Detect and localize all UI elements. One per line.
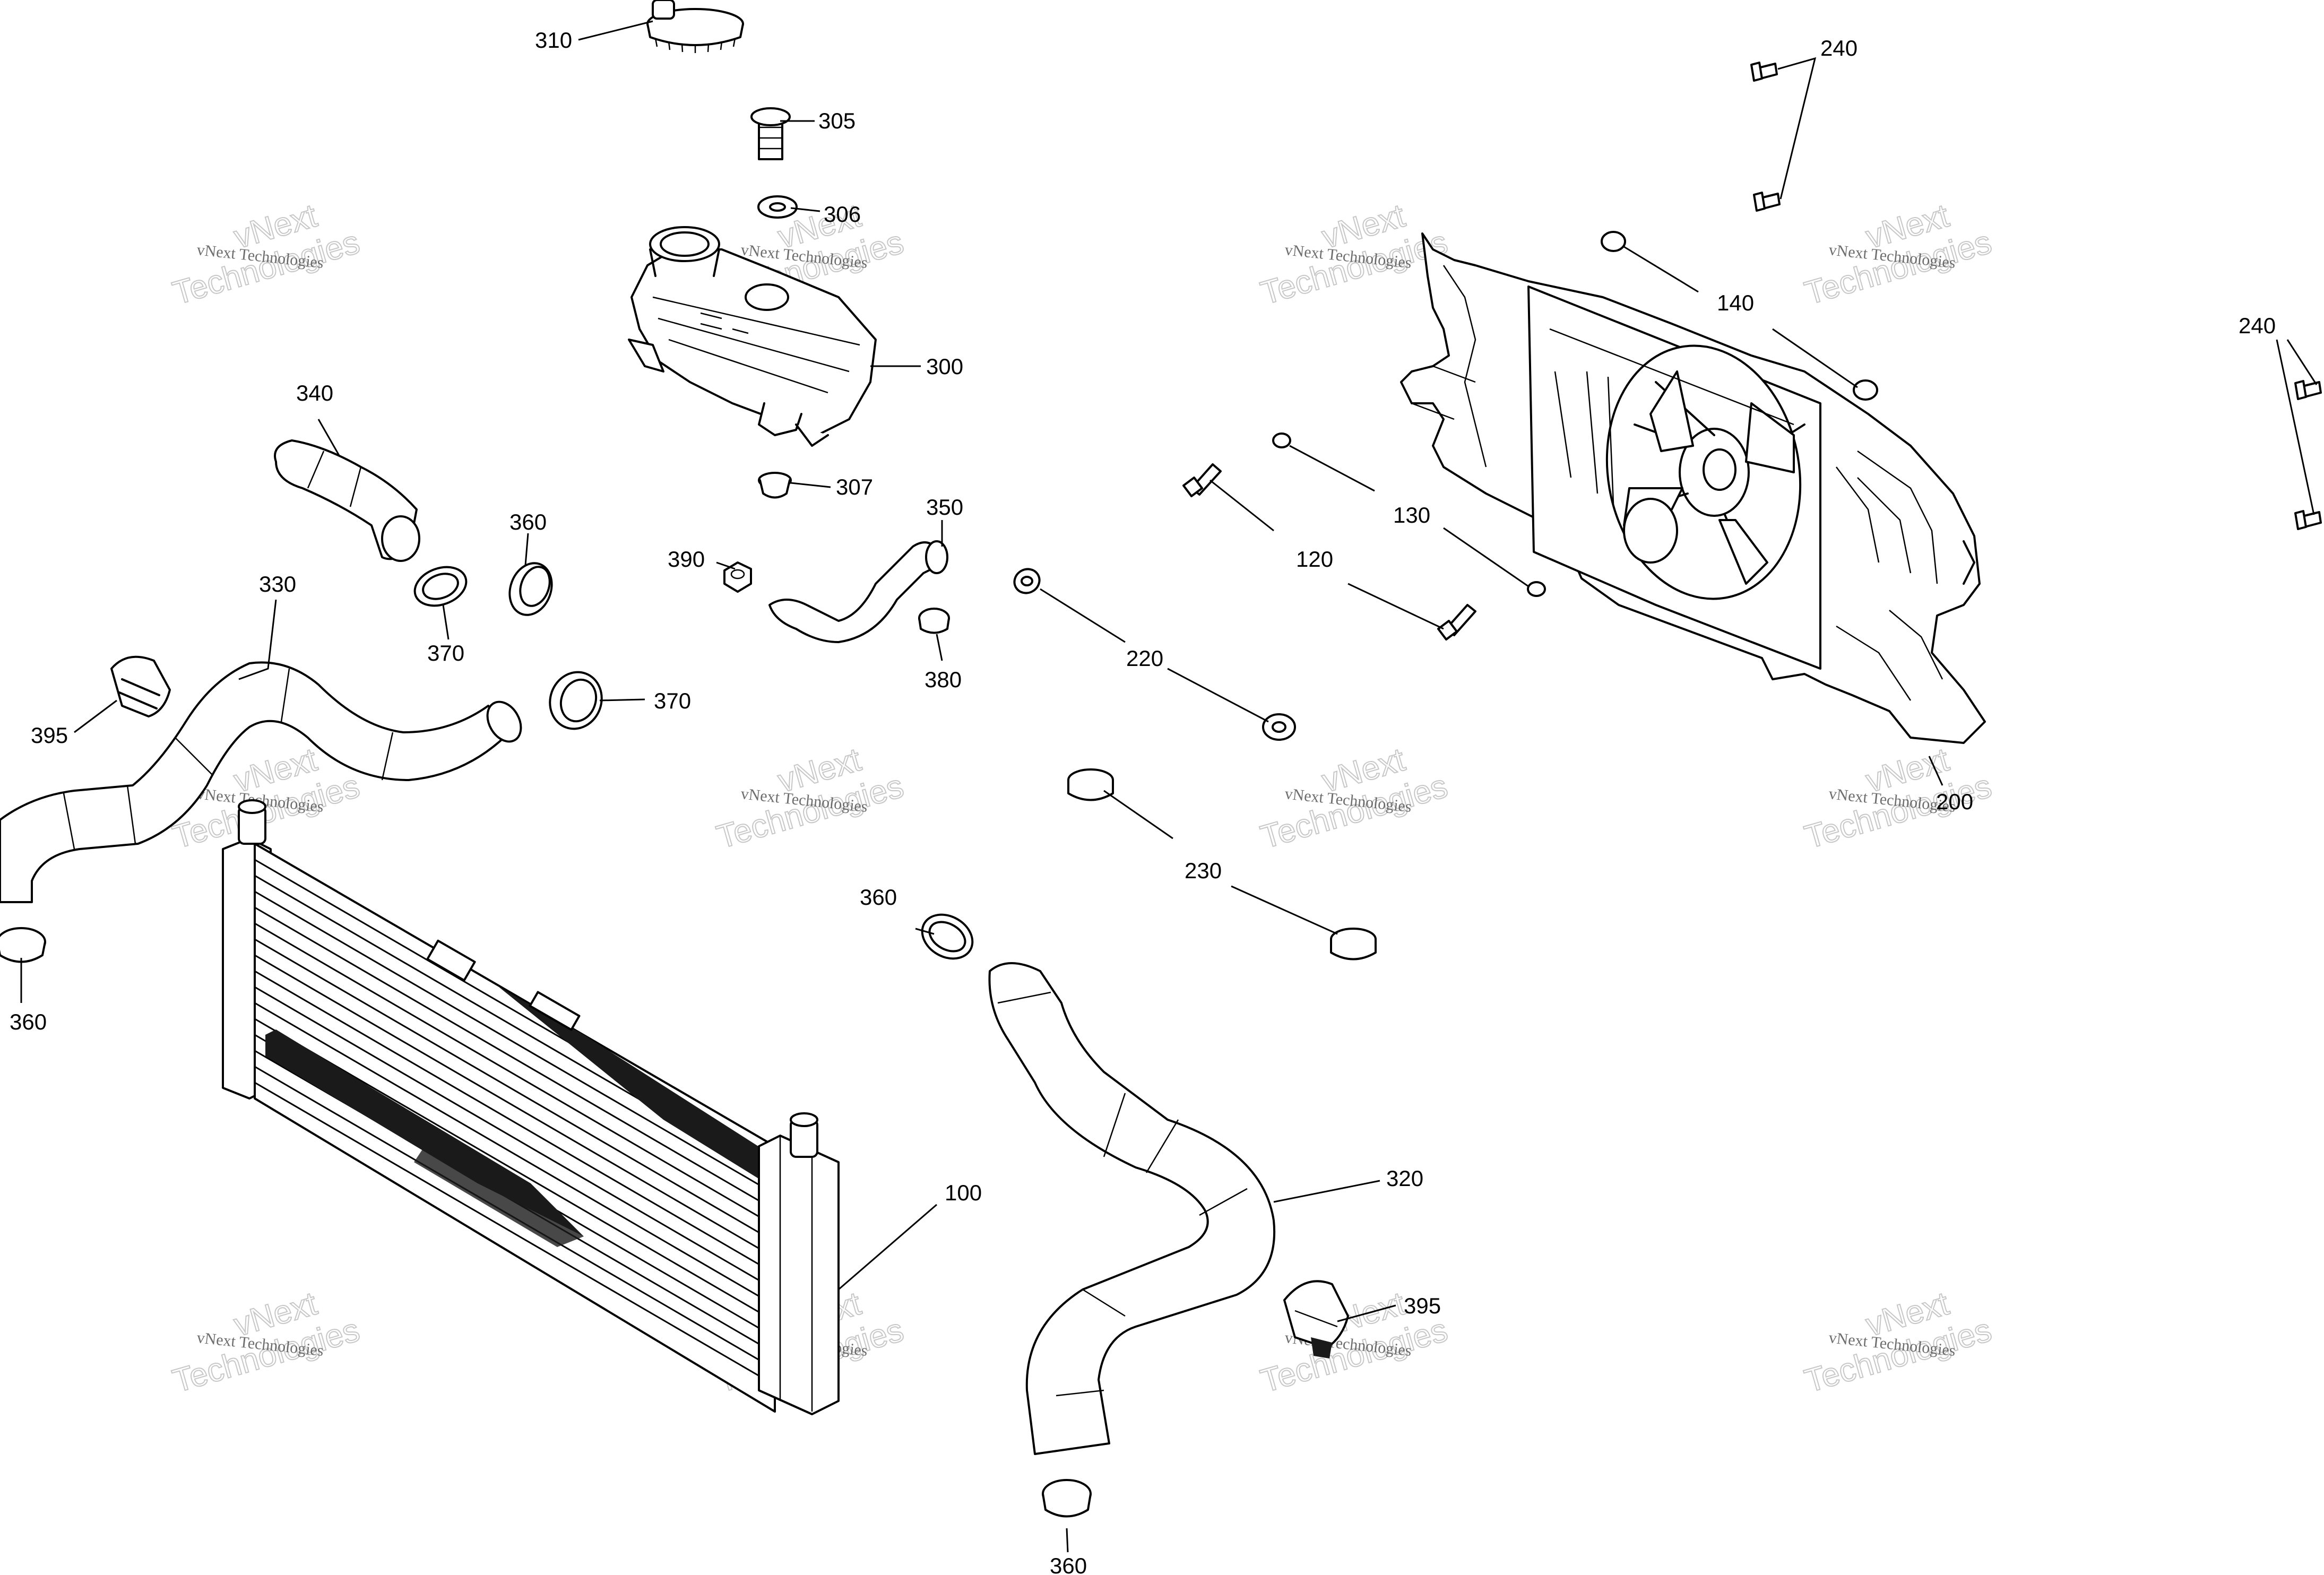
part-350-hose[interactable] xyxy=(768,540,948,643)
callout-307: 307 xyxy=(836,474,873,499)
part-360-clamp[interactable] xyxy=(503,557,559,621)
leader-lines xyxy=(20,20,2318,1553)
callout-330: 330 xyxy=(259,572,296,596)
callout-350: 350 xyxy=(926,495,963,520)
part-360-clamp[interactable] xyxy=(1042,1479,1092,1518)
callout-360: 360 xyxy=(1050,1553,1087,1575)
callout-360: 360 xyxy=(10,1009,47,1034)
callout-130: 130 xyxy=(1393,503,1430,527)
callout-370: 370 xyxy=(654,688,691,713)
callout-340: 340 xyxy=(296,380,333,405)
part-360-clamp[interactable] xyxy=(914,906,981,967)
part-340-hose[interactable] xyxy=(274,439,420,562)
callout-395: 395 xyxy=(1404,1293,1441,1318)
part-240-screw[interactable] xyxy=(2294,510,2322,530)
part-130-washer[interactable] xyxy=(1272,432,1291,448)
callout-306: 306 xyxy=(824,202,861,227)
part-230-bushing[interactable] xyxy=(1067,768,1114,801)
callout-305: 305 xyxy=(818,108,856,133)
callout-labels: 310 305 306 300 307 340 360 370 370 330 … xyxy=(10,28,2276,1575)
callout-300: 300 xyxy=(926,354,963,379)
part-140-grommet[interactable] xyxy=(1853,379,1878,401)
part-120-bolt[interactable] xyxy=(1182,463,1222,497)
callout-140: 140 xyxy=(1717,290,1754,315)
part-330-hose[interactable] xyxy=(0,661,528,903)
callout-360: 360 xyxy=(509,509,547,534)
callout-100: 100 xyxy=(945,1180,982,1205)
callout-310: 310 xyxy=(535,28,572,53)
part-310-cap[interactable] xyxy=(646,0,744,53)
part-305-bolt[interactable] xyxy=(750,107,791,160)
part-100-radiator[interactable] xyxy=(222,799,840,1415)
part-395-clip[interactable] xyxy=(110,655,171,717)
part-395-clip[interactable] xyxy=(1283,1280,1349,1358)
part-240-screw[interactable] xyxy=(1750,62,1778,82)
callout-200: 200 xyxy=(1936,789,1973,814)
part-120-bolt[interactable] xyxy=(1437,604,1476,641)
callout-390: 390 xyxy=(668,547,705,572)
callout-395: 395 xyxy=(31,723,68,748)
part-140-grommet[interactable] xyxy=(1601,231,1626,252)
part-130-washer[interactable] xyxy=(1527,581,1546,597)
callout-220: 220 xyxy=(1126,646,1163,671)
part-220-grommet[interactable] xyxy=(1010,565,1044,598)
callout-230: 230 xyxy=(1185,858,1222,883)
part-320-hose[interactable] xyxy=(988,962,1276,1455)
callout-370: 370 xyxy=(427,641,464,665)
part-307-grommet[interactable] xyxy=(758,472,792,499)
part-370-clamp[interactable] xyxy=(542,665,609,736)
part-300-expansion-tank[interactable] xyxy=(628,226,877,447)
part-306-washer[interactable] xyxy=(757,195,798,219)
callout-360: 360 xyxy=(860,885,897,910)
part-360-clamp[interactable] xyxy=(0,927,46,963)
part-380-clamp[interactable] xyxy=(918,608,950,634)
part-230-bushing[interactable] xyxy=(1330,928,1377,960)
callout-240: 240 xyxy=(1820,36,1858,60)
callout-240: 240 xyxy=(2239,313,2276,338)
part-240-screw[interactable] xyxy=(1753,192,1781,212)
part-240-screw[interactable] xyxy=(2294,380,2322,400)
callout-120: 120 xyxy=(1296,547,1333,572)
part-220-grommet[interactable] xyxy=(1262,713,1296,741)
part-370-clamp[interactable] xyxy=(409,560,471,612)
part-200-fan-shroud[interactable] xyxy=(1400,232,1986,744)
callout-380: 380 xyxy=(925,667,962,692)
callout-320: 320 xyxy=(1386,1166,1423,1191)
part-390-nut[interactable] xyxy=(723,561,752,593)
